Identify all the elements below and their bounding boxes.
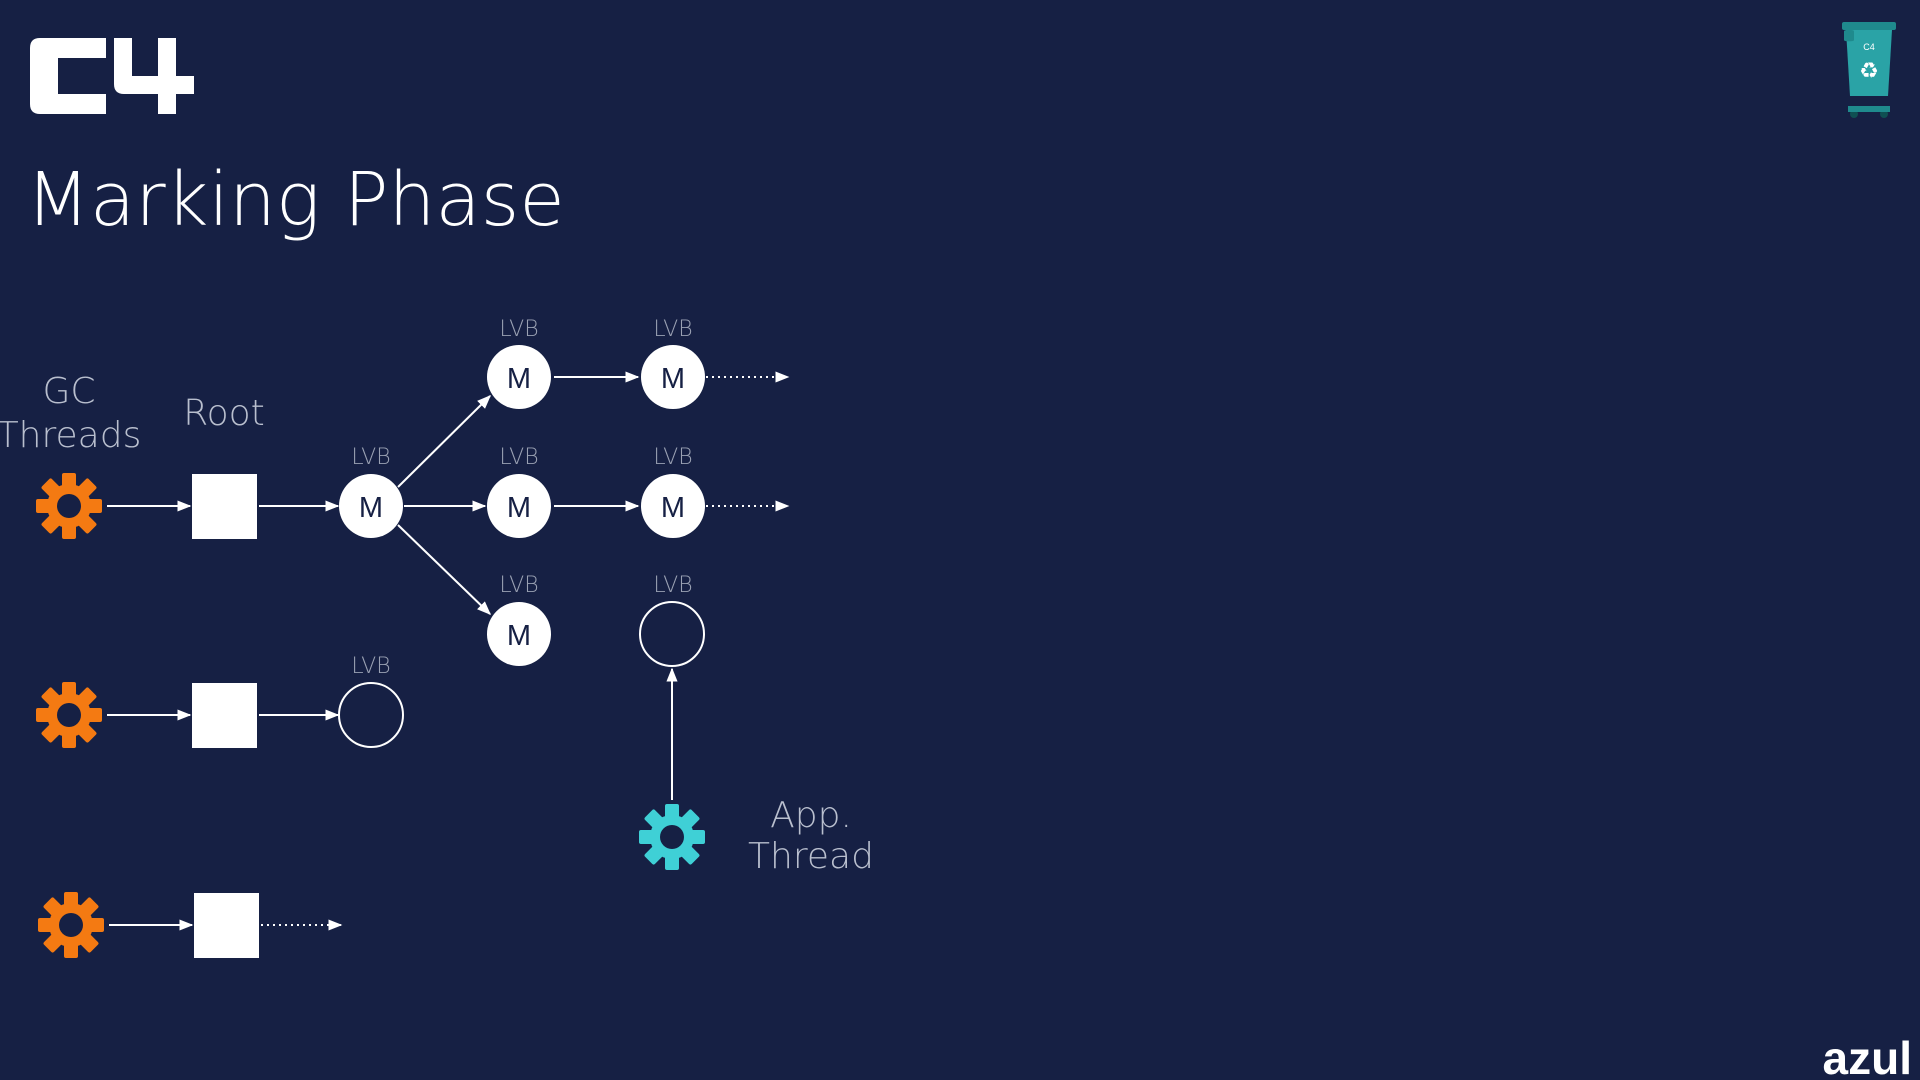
c4-logo-c xyxy=(30,38,106,114)
marked-node: M xyxy=(339,474,403,538)
edge-arrow xyxy=(397,524,492,615)
lvb-label: LVB xyxy=(499,445,538,470)
page-title: Marking Phase xyxy=(26,157,565,243)
root-label: Root xyxy=(183,393,265,434)
app-thread-label-line2: Thread xyxy=(748,836,874,877)
marked-node-label: M xyxy=(661,492,685,524)
c4-logo: C4 xyxy=(30,38,194,114)
lvb-label: LVB xyxy=(653,317,692,342)
lvb-label: LVB xyxy=(499,573,538,598)
marked-node-label: M xyxy=(507,620,531,652)
marked-node: M xyxy=(487,602,551,666)
marked-node-label: M xyxy=(661,363,685,395)
lvb-label: LVB xyxy=(351,654,390,679)
marked-node: M xyxy=(487,345,551,409)
azul-brand: azul xyxy=(1823,1032,1912,1080)
unmarked-node xyxy=(338,682,404,748)
svg-text:♻: ♻ xyxy=(1859,59,1879,84)
unmarked-node xyxy=(639,601,705,667)
root-object xyxy=(194,893,259,958)
lvb-label: LVB xyxy=(653,573,692,598)
lvb-label: LVB xyxy=(653,445,692,470)
c4-logo-4 xyxy=(114,38,194,114)
marked-node-label: M xyxy=(507,363,531,395)
gc-threads-label-line1: GC xyxy=(42,371,95,412)
gc-threads-label-line2: Threads xyxy=(0,415,141,456)
bin-label: C4 xyxy=(1863,42,1875,52)
lvb-label: LVB xyxy=(499,317,538,342)
root-object xyxy=(192,474,257,539)
gc-gear-icon xyxy=(38,892,104,958)
root-object xyxy=(192,683,257,748)
edge-arrow xyxy=(397,395,491,488)
app-gear-icon xyxy=(639,804,705,870)
marked-node-label: M xyxy=(507,492,531,524)
gc-gear-icon xyxy=(36,473,102,539)
app-thread-label-line1: App. xyxy=(770,795,852,836)
marked-node: M xyxy=(487,474,551,538)
marked-node-label: M xyxy=(359,492,383,524)
lvb-label: LVB xyxy=(351,445,390,470)
recycle-bin-icon: C4 ♻ xyxy=(1842,22,1896,118)
marked-node: M xyxy=(641,474,705,538)
gc-gear-icon xyxy=(36,682,102,748)
marked-node: M xyxy=(641,345,705,409)
